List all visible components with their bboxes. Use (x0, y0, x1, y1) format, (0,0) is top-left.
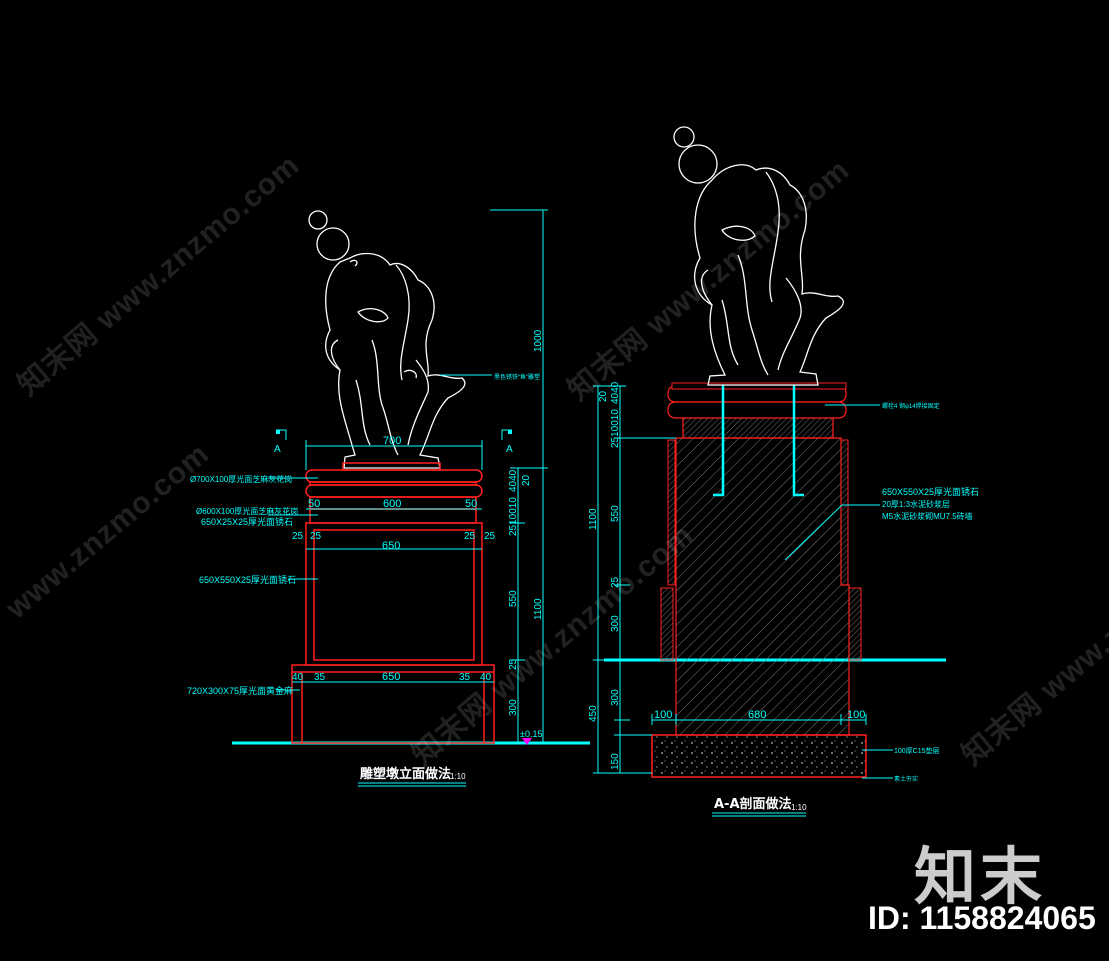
dim-25-c: 25 (464, 531, 476, 542)
c15-base (651, 734, 867, 778)
label-stone: 650X550X25厚光面锈石 (882, 486, 979, 497)
fish-sculpture-left (308, 210, 466, 469)
right-title: A-A剖面做法 (714, 796, 792, 812)
dim-35-a: 35 (314, 672, 326, 683)
left-scale: 1:10 (450, 772, 466, 781)
section-mark-right: A (506, 444, 513, 455)
dim-550-r: 550 (610, 505, 621, 522)
dim-450-r: 450 (588, 705, 599, 722)
dim-100-left: 100 (654, 709, 672, 721)
dim-25-b: 25 (310, 531, 322, 542)
right-section: 100 680 100 1100 550 25 300 300 450 150 … (588, 126, 979, 817)
label-base: 720X300X75厚光面黄金麻 (187, 685, 293, 696)
dim-1100: 1100 (533, 598, 544, 620)
dim-40-40: 4040 (508, 469, 519, 492)
fish-sculpture-right (673, 126, 844, 386)
label-fish: 黑色锈铁“鱼”雕塑 (494, 373, 540, 381)
dim-300b-r: 300 (610, 689, 621, 706)
brick-body (675, 437, 850, 736)
dim-25-r: 25 (610, 576, 621, 588)
label-anchor: 螺栓4 钢φ14焊接固定 (882, 402, 940, 410)
left-title: 雕塑墩立面做法 (360, 766, 451, 782)
dim-stack: 2510010 (508, 497, 519, 536)
dim-300a-r: 300 (610, 615, 621, 632)
label-cap600: Ø600X100厚光面芝麻灰花岗 (196, 506, 298, 516)
dim-40-b: 40 (480, 672, 492, 683)
dim-50-right: 50 (465, 498, 477, 510)
brand-logo: 知末 (914, 840, 1047, 913)
label-cap700: Ø700X100厚光面芝麻灰花岗 (190, 474, 292, 484)
label-c15: 100厚C15垫层 (894, 746, 940, 755)
left-elevation: 700 600 50 50 650 25 25 25 25 650 40 35 … (187, 209, 590, 787)
label-mortar: 20厚1:3水泥砂浆层 (882, 499, 950, 509)
dim-40-a: 40 (292, 672, 304, 683)
level-mark: ±0.15 (520, 729, 542, 739)
image-id: ID: 1158824065 (868, 900, 1096, 936)
dim-650-top: 650 (382, 540, 400, 552)
dim-600: 600 (383, 498, 401, 510)
dim-300: 300 (508, 699, 519, 716)
dim-100-right: 100 (847, 709, 865, 721)
pedestal-left (291, 462, 495, 744)
dim-1000: 1000 (533, 329, 544, 352)
dim-650-base: 650 (382, 671, 400, 683)
label-band: 650X25X25厚光面锈石 (201, 516, 293, 527)
dim-1100-r: 1100 (588, 508, 599, 530)
dim-35-b: 35 (459, 672, 471, 683)
label-brick: M5水泥砂浆砌MU7.5砖墙 (882, 511, 973, 521)
section-mark-left: A (274, 444, 281, 455)
right-scale: 1:10 (791, 803, 807, 812)
dim-25-a: 25 (292, 531, 304, 542)
dim-25-d: 25 (484, 531, 496, 542)
dim-lines-right (593, 385, 893, 817)
dim-550: 550 (508, 590, 519, 607)
dim-lines-left (268, 209, 548, 787)
dim-150-r: 150 (610, 753, 621, 770)
dim-top3-r: 20 (598, 390, 609, 402)
dim-20-v: 20 (521, 474, 532, 486)
dim-680: 680 (748, 709, 766, 721)
label-body: 650X550X25厚光面锈石 (199, 574, 296, 585)
label-soil: 素土夯实 (894, 775, 918, 783)
dim-50-left: 50 (308, 498, 320, 510)
dim-700: 700 (383, 435, 401, 447)
dim-25-v: 25 (508, 658, 519, 670)
dim-top-r: 2510010 (610, 409, 621, 448)
dim-top2-r: 4040 (610, 381, 621, 404)
